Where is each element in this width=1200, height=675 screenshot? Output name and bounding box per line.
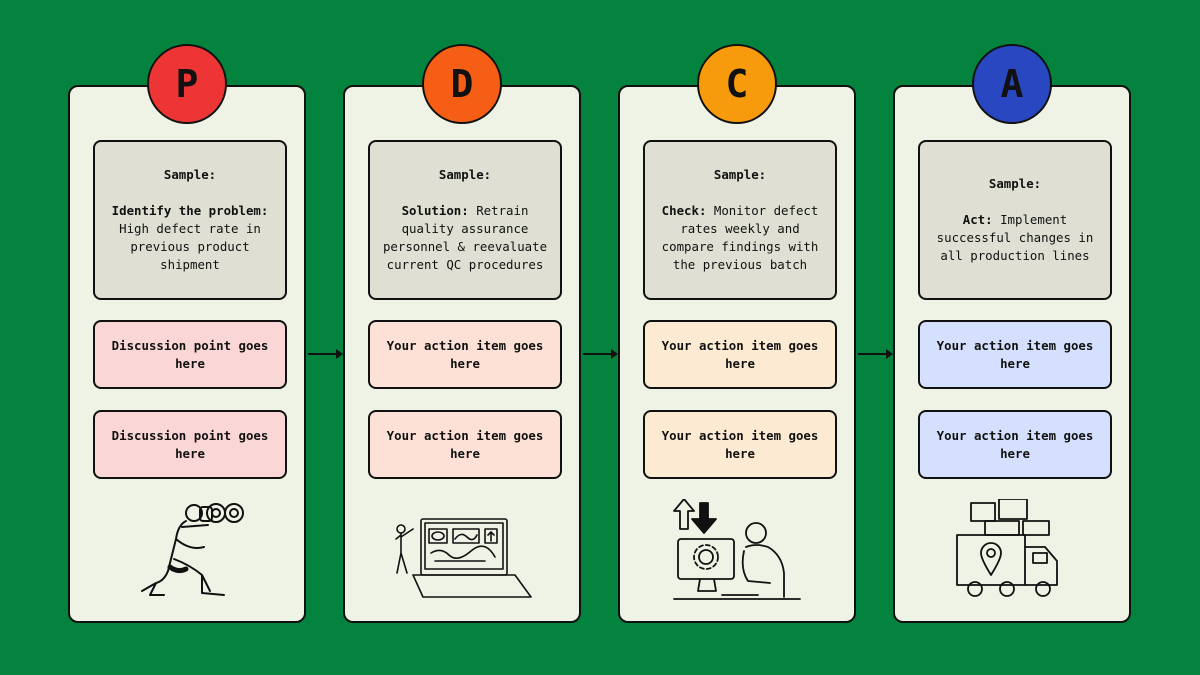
column-do: Sample: Solution: Retrain quality assura…: [343, 85, 581, 623]
presentation-laptop-icon: [395, 518, 532, 598]
sample-label: Sample:: [713, 167, 767, 182]
action-item-1[interactable]: Your action item goes here: [643, 320, 837, 389]
sample-text: Solution: Retrain quality assurance pers…: [382, 203, 548, 272]
action-item-2[interactable]: Your action item goes here: [368, 410, 562, 479]
column-plan: Sample: Identify the problem: High defec…: [68, 85, 306, 623]
action-item-1[interactable]: Your action item goes here: [368, 320, 562, 389]
sample-text: Identify the problem: High defect rate i…: [111, 203, 269, 272]
arrow-d-to-c: [583, 349, 618, 359]
sample-text: Act: Implement successful changes in all…: [936, 212, 1094, 263]
sample-box: Sample: Solution: Retrain quality assura…: [368, 140, 562, 300]
binoculars-person-icon: [141, 503, 244, 596]
discussion-point-2[interactable]: Discussion point goes here: [93, 410, 287, 479]
sample-label: Sample:: [988, 176, 1042, 191]
computer-worker-icon: [673, 499, 801, 600]
column-act: Sample: Act: Implement successful change…: [893, 85, 1131, 623]
sample-label: Sample:: [438, 167, 492, 182]
badge-a: A: [972, 44, 1052, 124]
action-item-2[interactable]: Your action item goes here: [643, 410, 837, 479]
badge-d: D: [422, 44, 502, 124]
action-item-1[interactable]: Your action item goes here: [918, 320, 1112, 389]
arrow-c-to-a: [858, 349, 893, 359]
delivery-truck-icon: [956, 499, 1058, 597]
sample-text: Check: Monitor defect rates weekly and c…: [661, 203, 819, 272]
sample-box: Sample: Check: Monitor defect rates week…: [643, 140, 837, 300]
action-item-2[interactable]: Your action item goes here: [918, 410, 1112, 479]
badge-p: P: [147, 44, 227, 124]
sample-box: Sample: Act: Implement successful change…: [918, 140, 1112, 300]
column-check: Sample: Check: Monitor defect rates week…: [618, 85, 856, 623]
sample-label: Sample:: [163, 167, 217, 182]
sample-box: Sample: Identify the problem: High defec…: [93, 140, 287, 300]
badge-c: C: [697, 44, 777, 124]
arrow-p-to-d: [308, 349, 343, 359]
discussion-point-1[interactable]: Discussion point goes here: [93, 320, 287, 389]
